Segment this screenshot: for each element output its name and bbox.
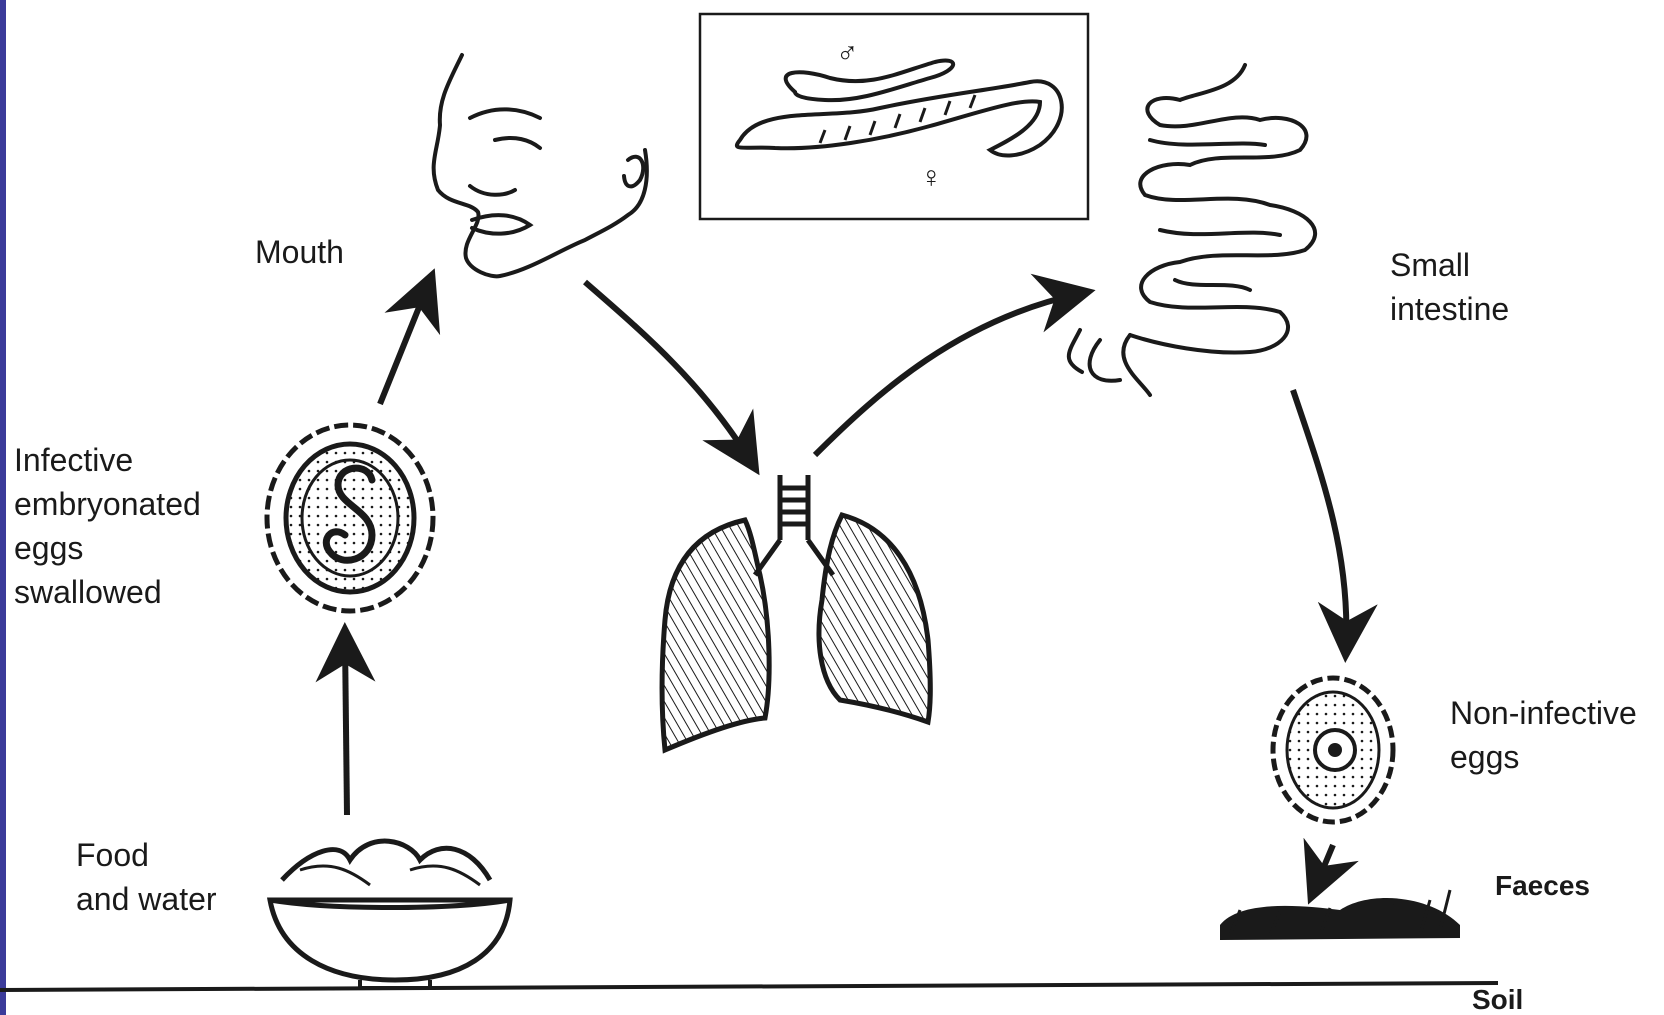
adult-worms-box (700, 14, 1088, 219)
arrow-intestine-to-eggs (1293, 390, 1346, 645)
left-lung (662, 520, 769, 750)
label-small-intestine: Small intestine (1390, 243, 1509, 331)
arrow-lungs-to-intestine (815, 294, 1078, 455)
small-intestine-illustration (1069, 65, 1315, 395)
male-symbol: ♂ (836, 36, 859, 72)
non-infective-egg-illustration (1273, 678, 1393, 822)
lungs-illustration (662, 475, 930, 750)
label-non-infective-eggs: Non-infective eggs (1450, 691, 1637, 779)
male-worm (786, 61, 953, 101)
label-food-water: Food and water (76, 833, 217, 921)
soil-line (0, 983, 1498, 990)
arrow-mouth-to-lungs (585, 282, 750, 460)
arrow-egg-to-mouth (380, 285, 428, 404)
female-symbol: ♀ (920, 160, 943, 196)
human-face-illustration (434, 55, 647, 276)
label-mouth: Mouth (255, 230, 344, 274)
trachea (780, 475, 808, 540)
faeces-illustration (1220, 890, 1460, 940)
arrow-food-to-egg (345, 640, 347, 815)
infective-egg-illustration (267, 425, 433, 611)
food-bowl-illustration (270, 841, 510, 988)
label-faeces: Faeces (1495, 870, 1590, 902)
right-lung (819, 515, 930, 722)
label-soil: Soil (1472, 984, 1523, 1015)
arrow-eggs-to-faeces (1315, 845, 1333, 888)
label-infective-eggs: Infective embryonated eggs swallowed (14, 438, 201, 614)
